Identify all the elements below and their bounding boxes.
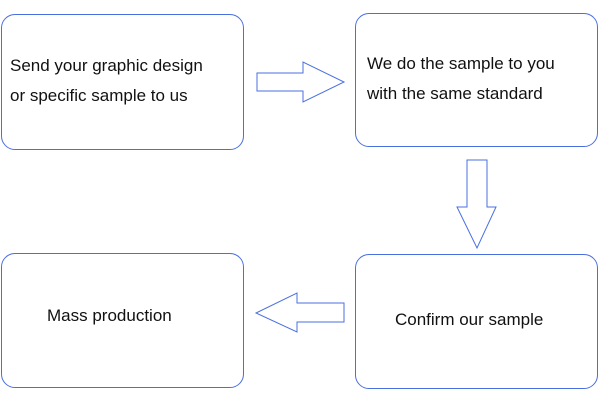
step-text: We do the sample to you — [367, 54, 555, 73]
step-text: Confirm our sample — [395, 310, 544, 329]
step-box-mass-production: Mass production — [1, 253, 244, 388]
step-box-make-sample: We do the sample to you with the same st… — [355, 13, 598, 147]
arrow-left-icon — [254, 292, 345, 333]
step-text: Mass production — [47, 306, 172, 325]
step-box-send-design: Send your graphic design or specific sam… — [1, 14, 244, 150]
step-text: Send your graphic design — [10, 56, 203, 75]
step-text: with the same standard — [367, 84, 543, 103]
step-box-confirm-sample: Confirm our sample — [355, 254, 598, 389]
step-text: or specific sample to us — [10, 86, 188, 105]
arrow-right-icon — [256, 61, 346, 103]
arrow-down-icon — [456, 159, 497, 250]
